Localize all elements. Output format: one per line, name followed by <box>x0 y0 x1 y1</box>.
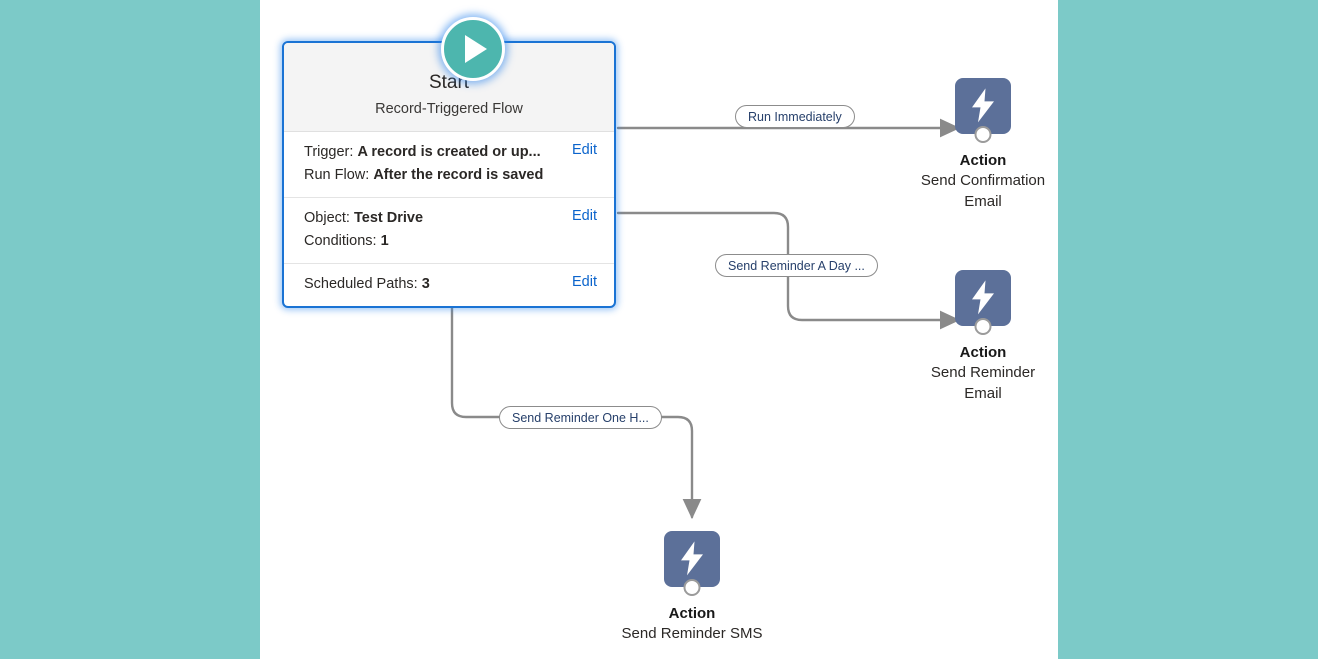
action-node-send-reminder-sms[interactable]: Action Send Reminder SMS <box>617 531 767 644</box>
path-pill-reminder-a-day[interactable]: Send Reminder A Day ... <box>715 254 878 277</box>
path-pill-reminder-one-hour[interactable]: Send Reminder One H... <box>499 406 662 429</box>
start-row-conditions: Conditions: 1 <box>304 230 596 253</box>
path-pill-run-immediately[interactable]: Run Immediately <box>735 105 855 128</box>
start-row-conditions-value: 1 <box>380 233 389 249</box>
start-row-run-flow-value: After the record is saved <box>373 167 544 183</box>
play-triangle <box>465 35 487 63</box>
start-section-object: Object: Test Drive Conditions: 1 Edit <box>284 198 614 264</box>
bolt-glyph <box>972 280 994 315</box>
start-row-run-flow-label: Run Flow: <box>304 167 370 183</box>
action-kind-label: Action <box>668 605 716 622</box>
edit-trigger-link[interactable]: Edit <box>572 142 597 158</box>
start-row-conditions-label: Conditions: <box>304 233 377 249</box>
flow-canvas[interactable]: Start Record-Triggered Flow Trigger: A r… <box>260 0 1058 659</box>
action-name-line1: Send Confirmation <box>920 172 1046 189</box>
node-connector-dot <box>974 126 992 143</box>
bolt-glyph <box>681 541 703 576</box>
action-name-line1: Send Reminder <box>930 364 1036 381</box>
action-name-line2: Email <box>964 193 1002 210</box>
start-section-scheduled-paths: Scheduled Paths: 3 Edit <box>284 264 614 306</box>
edit-object-link[interactable]: Edit <box>572 208 597 224</box>
start-row-scheduled-paths: Scheduled Paths: 3 <box>304 273 596 296</box>
start-node-subtitle: Record-Triggered Flow <box>375 101 523 117</box>
action-kind-label: Action <box>959 344 1007 361</box>
action-name-line1: Send Reminder SMS <box>621 625 763 642</box>
lightning-bolt-icon[interactable] <box>955 270 1011 335</box>
action-node-send-confirmation-email[interactable]: Action Send Confirmation Email <box>908 78 1058 212</box>
start-node-title: Start <box>428 72 470 93</box>
bolt-glyph <box>972 88 994 123</box>
start-row-trigger-value: A record is created or up... <box>357 144 541 160</box>
start-row-scheduled-paths-label: Scheduled Paths: <box>304 276 418 292</box>
edit-scheduled-paths-link[interactable]: Edit <box>572 274 597 290</box>
start-row-run-flow: Run Flow: After the record is saved <box>304 164 596 187</box>
start-row-trigger-label: Trigger: <box>304 144 354 160</box>
play-icon[interactable] <box>441 17 505 81</box>
start-row-object: Object: Test Drive <box>304 207 596 230</box>
node-connector-dot <box>974 318 992 335</box>
action-kind-label: Action <box>959 152 1007 169</box>
start-row-object-label: Object: <box>304 210 350 226</box>
action-node-send-reminder-email[interactable]: Action Send Reminder Email <box>908 270 1058 404</box>
start-node[interactable]: Start Record-Triggered Flow Trigger: A r… <box>282 17 616 308</box>
start-row-trigger: Trigger: A record is created or up... <box>304 141 596 164</box>
action-name-line2: Email <box>964 385 1002 402</box>
lightning-bolt-icon[interactable] <box>955 78 1011 143</box>
start-row-object-value: Test Drive <box>353 210 424 226</box>
start-row-scheduled-paths-value: 3 <box>421 276 430 292</box>
start-section-trigger: Trigger: A record is created or up... Ru… <box>284 132 614 198</box>
node-connector-dot <box>683 579 701 596</box>
lightning-bolt-icon[interactable] <box>664 531 720 596</box>
